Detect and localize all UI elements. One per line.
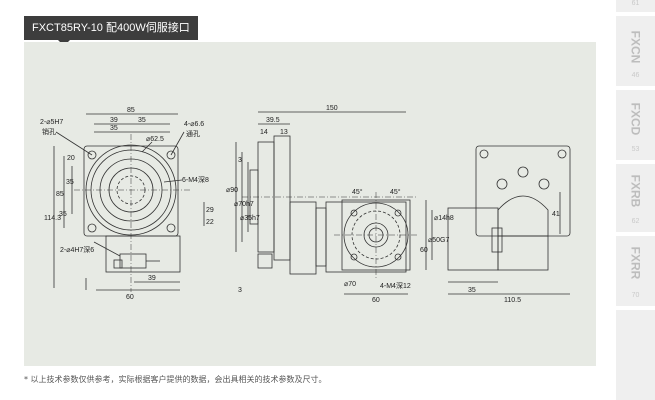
side-view: [235, 111, 416, 275]
side-dim-3-bottom: 3: [238, 287, 242, 294]
side-dim-diam-70: ⌀70h7: [234, 201, 254, 208]
side-nav-page: 62: [631, 218, 640, 225]
front-dim-hole-5h7: 2-⌀5H7: [40, 119, 63, 126]
front-dim-35-inner: 35: [110, 125, 118, 132]
flange-angle-left: 45°: [352, 188, 363, 196]
side-dim-3-top: 3: [238, 157, 242, 164]
footnote: * 以上技术参数仅供参考，实际根据客户提供的数据，会出具相关的技术参数及尺寸。: [24, 375, 327, 384]
side-nav-label: FXCD: [628, 102, 643, 136]
flange-dim-diam-14: ⌀14h8: [434, 215, 454, 222]
front-dim-thread-m4: 6-M4深8: [182, 175, 209, 184]
side-nav-label: FXCN: [628, 30, 643, 64]
side-nav-divider: [616, 160, 655, 164]
top-dim-110-5: 110.5: [504, 297, 521, 304]
side-nav-page: 53: [631, 146, 640, 153]
side-nav-item-fxrb[interactable]: FXRB: [616, 175, 655, 208]
side-dim-diam-35: ⌀35h7: [240, 215, 260, 222]
front-dim-left-85: 85: [56, 191, 64, 198]
front-dim-62-5: ⌀62.5: [146, 136, 164, 143]
front-dim-114-3: 114.3: [44, 215, 61, 222]
side-nav-divider: [616, 306, 655, 310]
top-dim-41: 41: [552, 211, 560, 218]
front-dim-29: 29: [206, 207, 214, 214]
side-nav-divider: [616, 232, 655, 236]
front-note-through: 通孔: [186, 129, 200, 138]
technical-drawing: 85 39 35 35 2-⌀5H7 销孔 4-⌀6.6 通孔 ⌀62.5 6-…: [24, 42, 596, 366]
top-dim-35: 35: [468, 287, 476, 294]
front-dim-22: 22: [206, 219, 214, 226]
front-dim-bottom-60: 60: [126, 294, 134, 301]
top-view: [447, 145, 571, 295]
flange-dim-right-60: 60: [420, 247, 428, 254]
side-nav-item-fxrr[interactable]: FXRR: [616, 247, 655, 280]
front-dim-left-35b: 35: [59, 211, 67, 218]
side-nav-divider: [616, 12, 655, 16]
flange-dim-thread: 4-M4深12: [380, 281, 411, 290]
flange-dim-diam-50: ⌀50G7: [428, 237, 449, 244]
side-nav-item-fxcn[interactable]: FXCN: [616, 31, 655, 64]
page-title: FXCT85RY-10 配400W伺服接口: [24, 16, 198, 40]
front-dim-85: 85: [127, 107, 135, 114]
front-view: [53, 113, 205, 292]
flange-dim-bottom-60: 60: [372, 297, 380, 304]
side-nav-label: FXRR: [628, 246, 643, 280]
front-note-pin: 销孔: [42, 127, 56, 136]
side-nav: [616, 0, 655, 400]
flange-dim-pcd-70: ⌀70: [344, 281, 356, 288]
side-dim-39-5: 39.5: [266, 117, 280, 124]
side-dim-13: 13: [280, 129, 288, 136]
flange-view: [334, 192, 433, 295]
side-nav-label: FXRB: [628, 174, 643, 208]
front-dim-holes-4h7: 2-⌀4H7深6: [60, 245, 94, 254]
side-nav-top-page: 61: [631, 0, 640, 7]
side-dim-150: 150: [326, 105, 338, 112]
flange-angle-right: 45°: [390, 188, 401, 196]
side-nav-page: 70: [631, 292, 640, 299]
drawing-svg: 85 39 35 35 2-⌀5H7 销孔 4-⌀6.6 通孔 ⌀62.5 6-…: [40, 105, 571, 304]
front-dim-holes-6-6: 4-⌀6.6: [184, 121, 204, 128]
front-dim-35-top: 35: [138, 117, 146, 124]
front-dim-left-20: 20: [67, 155, 75, 162]
side-nav-page: 46: [631, 72, 640, 79]
side-dim-diam-90: ⌀90: [226, 187, 238, 194]
front-dim-39: 39: [110, 117, 118, 124]
side-dim-14: 14: [260, 129, 268, 136]
side-nav-item-fxcd[interactable]: FXCD: [616, 103, 655, 136]
front-dim-bottom-39: 39: [148, 275, 156, 282]
front-dim-left-35: 35: [66, 179, 74, 186]
side-nav-divider: [616, 86, 655, 90]
